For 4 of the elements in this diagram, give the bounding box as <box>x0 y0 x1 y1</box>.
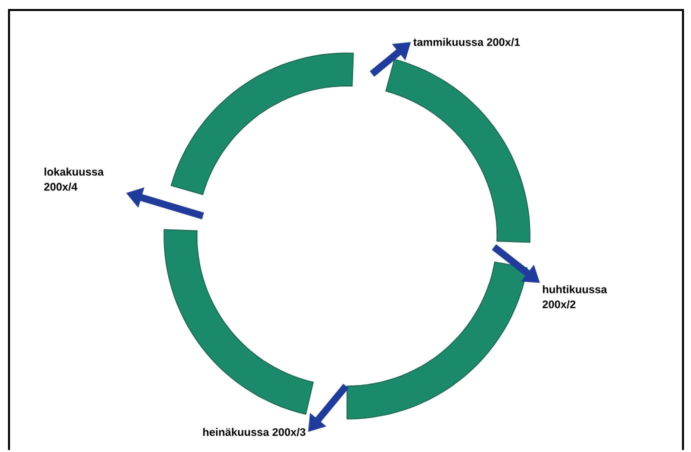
month-label: tammikuussa 200x/1 <box>413 38 520 46</box>
month-label: huhtikuussa 200x/2 <box>542 285 608 308</box>
month-label: lokakuussa 200x/4 <box>44 168 104 191</box>
month-label: heinäkuussa 200x/3 <box>203 428 306 436</box>
